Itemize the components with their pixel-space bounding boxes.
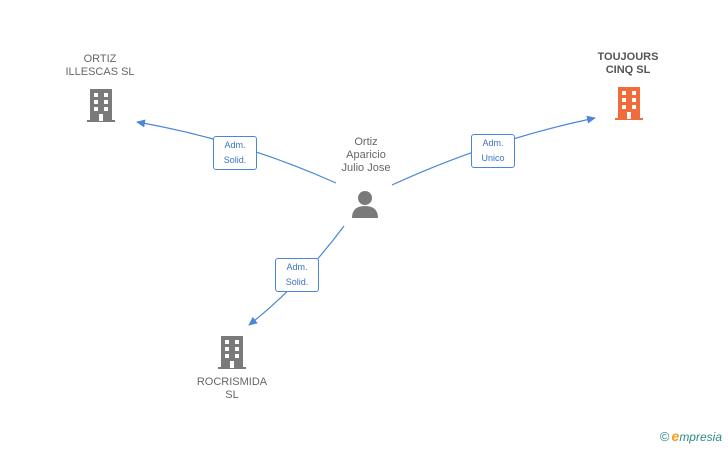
company-name-line1: TOUJOURS	[597, 51, 659, 63]
company-name-line1: ORTIZ	[83, 53, 117, 65]
edge-label-ortiz-illescas[interactable]: Adm. Solid.	[213, 136, 257, 170]
edge-label-line2: Solid.	[285, 277, 309, 287]
company-name-line2: CINQ SL	[605, 64, 651, 76]
brand-logo: ©empresia	[660, 428, 722, 444]
building-icon[interactable]	[85, 87, 117, 123]
edge-label-rocrismida[interactable]: Adm. Solid.	[275, 258, 319, 292]
edge-label-line1: Adm.	[224, 140, 246, 150]
edge-label-line2: Unico	[481, 153, 505, 163]
edge-label-line2: Solid.	[223, 155, 247, 165]
company-label-rocrismida[interactable]: ROCRISMIDA SL	[182, 376, 282, 402]
copyright-symbol: ©	[659, 429, 670, 444]
building-icon[interactable]	[216, 334, 248, 370]
person-name-line3: Julio Jose	[341, 162, 391, 174]
person-icon[interactable]	[350, 189, 380, 219]
brand-name: mpresia	[679, 430, 722, 444]
company-name-line2: ILLESCAS SL	[65, 66, 135, 78]
company-label-toujours[interactable]: TOUJOURS CINQ SL	[578, 51, 678, 77]
edge-label-line1: Adm.	[286, 262, 308, 272]
building-icon[interactable]	[613, 85, 645, 121]
person-label[interactable]: Ortiz Aparicio Julio Jose	[316, 136, 416, 175]
person-name-line1: Ortiz	[354, 136, 378, 148]
company-name-line2: SL	[225, 389, 239, 401]
company-name-line1: ROCRISMIDA	[196, 376, 268, 388]
person-name-line2: Aparicio	[346, 149, 386, 161]
edge-label-line1: Adm.	[482, 138, 504, 148]
brand-initial: e	[671, 428, 680, 444]
company-label-ortiz-illescas[interactable]: ORTIZ ILLESCAS SL	[50, 53, 150, 79]
edge-label-toujours[interactable]: Adm. Unico	[471, 134, 515, 168]
